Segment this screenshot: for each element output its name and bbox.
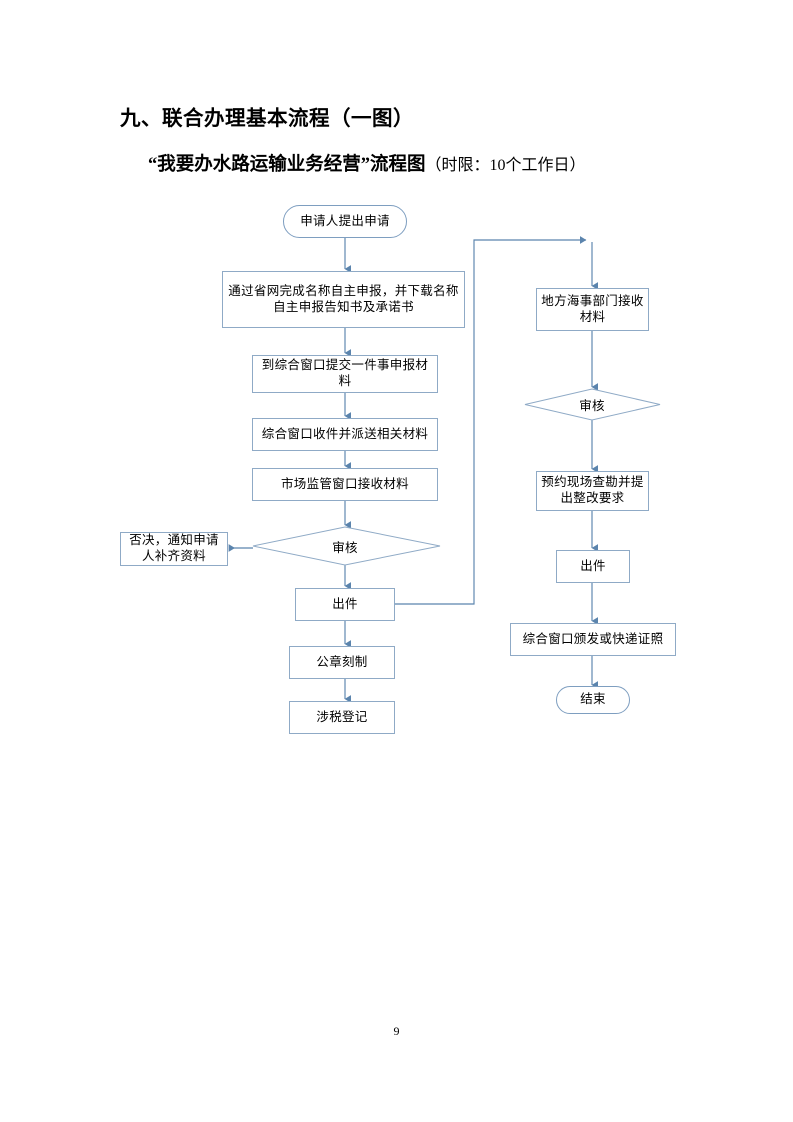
node-province-net-declaration[interactable]: 通过省网完成名称自主申报，并下载名称自主申报告知书及承诺书 bbox=[222, 271, 465, 328]
node-seal-engraving[interactable]: 公章刻制 bbox=[289, 646, 395, 679]
chart-subtitle-main: “我要办水路运输业务经营”流程图 bbox=[148, 155, 426, 175]
connector-issue-to-maritime bbox=[395, 236, 587, 605]
node-tax-registration[interactable]: 涉税登记 bbox=[289, 701, 395, 734]
node-market-supervision-receive[interactable]: 市场监管窗口接收材料 bbox=[252, 468, 438, 501]
node-reject-notify-applicant[interactable]: 否决，通知申请人补齐资料 bbox=[120, 532, 228, 566]
node-issue-left[interactable]: 出件 bbox=[295, 588, 395, 621]
page-number: 9 bbox=[393, 1024, 400, 1038]
decision-review-right-shape bbox=[524, 388, 661, 421]
node-issue-right[interactable]: 出件 bbox=[556, 550, 630, 583]
node-deliver-license[interactable]: 综合窗口颁发或快递证照 bbox=[510, 623, 676, 656]
node-submit-one-thing-materials[interactable]: 到综合窗口提交一件事申报材料 bbox=[252, 355, 438, 393]
node-site-survey-rectification[interactable]: 预约现场查勘并提出整改要求 bbox=[536, 471, 649, 511]
node-start-applicant[interactable]: 申请人提出申请 bbox=[283, 205, 407, 238]
chart-subtitle: “我要办水路运输业务经营”流程图（时限：10个工作日） bbox=[148, 150, 586, 176]
node-end[interactable]: 结束 bbox=[556, 686, 630, 714]
node-maritime-dept-receive[interactable]: 地方海事部门接收材料 bbox=[536, 288, 649, 331]
decision-review-left-shape bbox=[252, 526, 441, 566]
chart-subtitle-note: （时限：10个工作日） bbox=[425, 157, 586, 174]
node-window-receive-dispatch[interactable]: 综合窗口收件并派送相关材料 bbox=[252, 418, 438, 451]
page-title: 九、联合办理基本流程（一图） bbox=[120, 108, 414, 130]
